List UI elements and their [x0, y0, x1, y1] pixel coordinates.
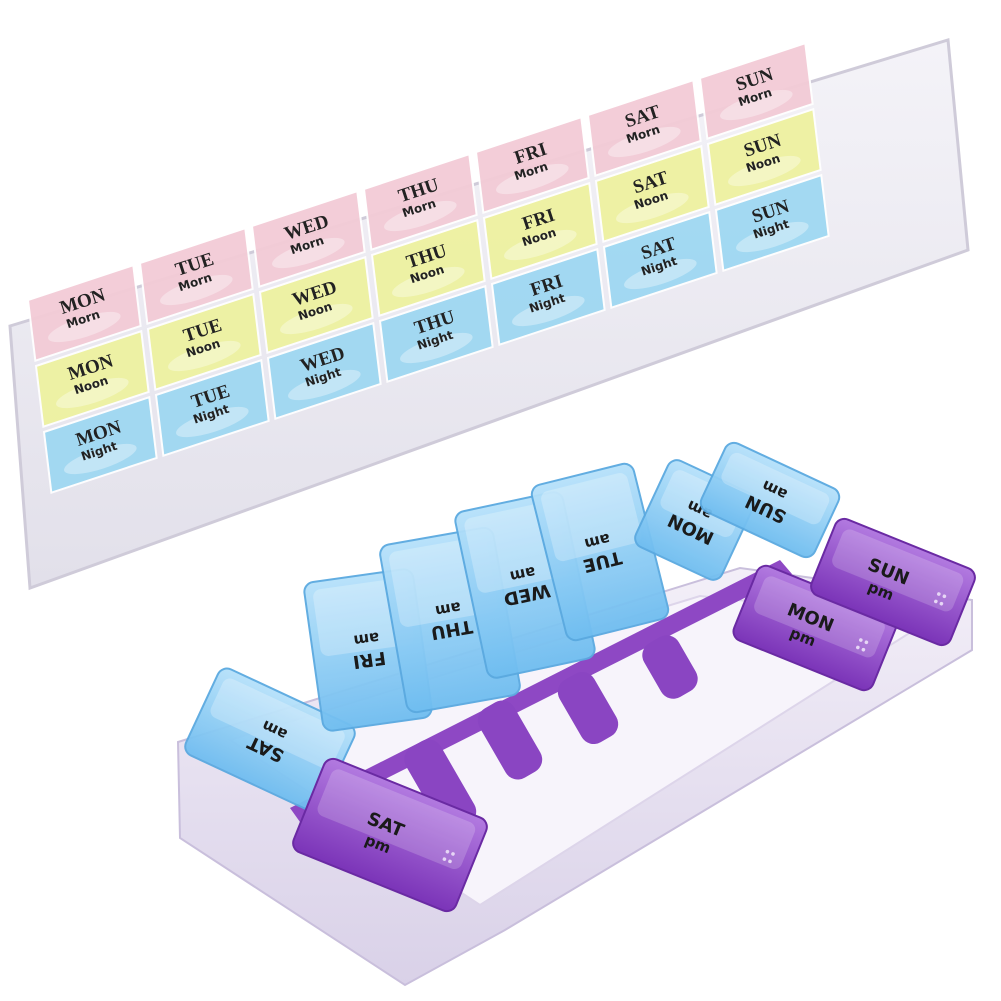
braille-dot	[942, 594, 947, 599]
lid-slot-label: am	[352, 628, 380, 649]
lid-slot-label: am	[434, 598, 462, 620]
braille-dot	[864, 640, 869, 645]
lid-slot-label: am	[508, 563, 537, 586]
top-compartments: MONMornTUEMornWEDMornTHUMornFRIMornSATMo…	[26, 41, 830, 495]
top-organizer: MONMornTUEMornWEDMornTHUMornFRIMornSATMo…	[8, 38, 970, 591]
braille-dot	[937, 592, 941, 596]
lid-slot-label: am	[583, 529, 612, 553]
braille-dot	[934, 599, 938, 604]
braille-dot	[861, 647, 866, 652]
lid-day-label: FRI	[352, 647, 387, 672]
braille-dot	[451, 852, 455, 856]
braille-dot	[445, 849, 450, 854]
braille-dot	[856, 645, 860, 650]
braille-dot	[939, 601, 944, 606]
braille-dot	[442, 857, 447, 861]
braille-dot	[448, 859, 452, 864]
braille-dot	[859, 638, 863, 642]
